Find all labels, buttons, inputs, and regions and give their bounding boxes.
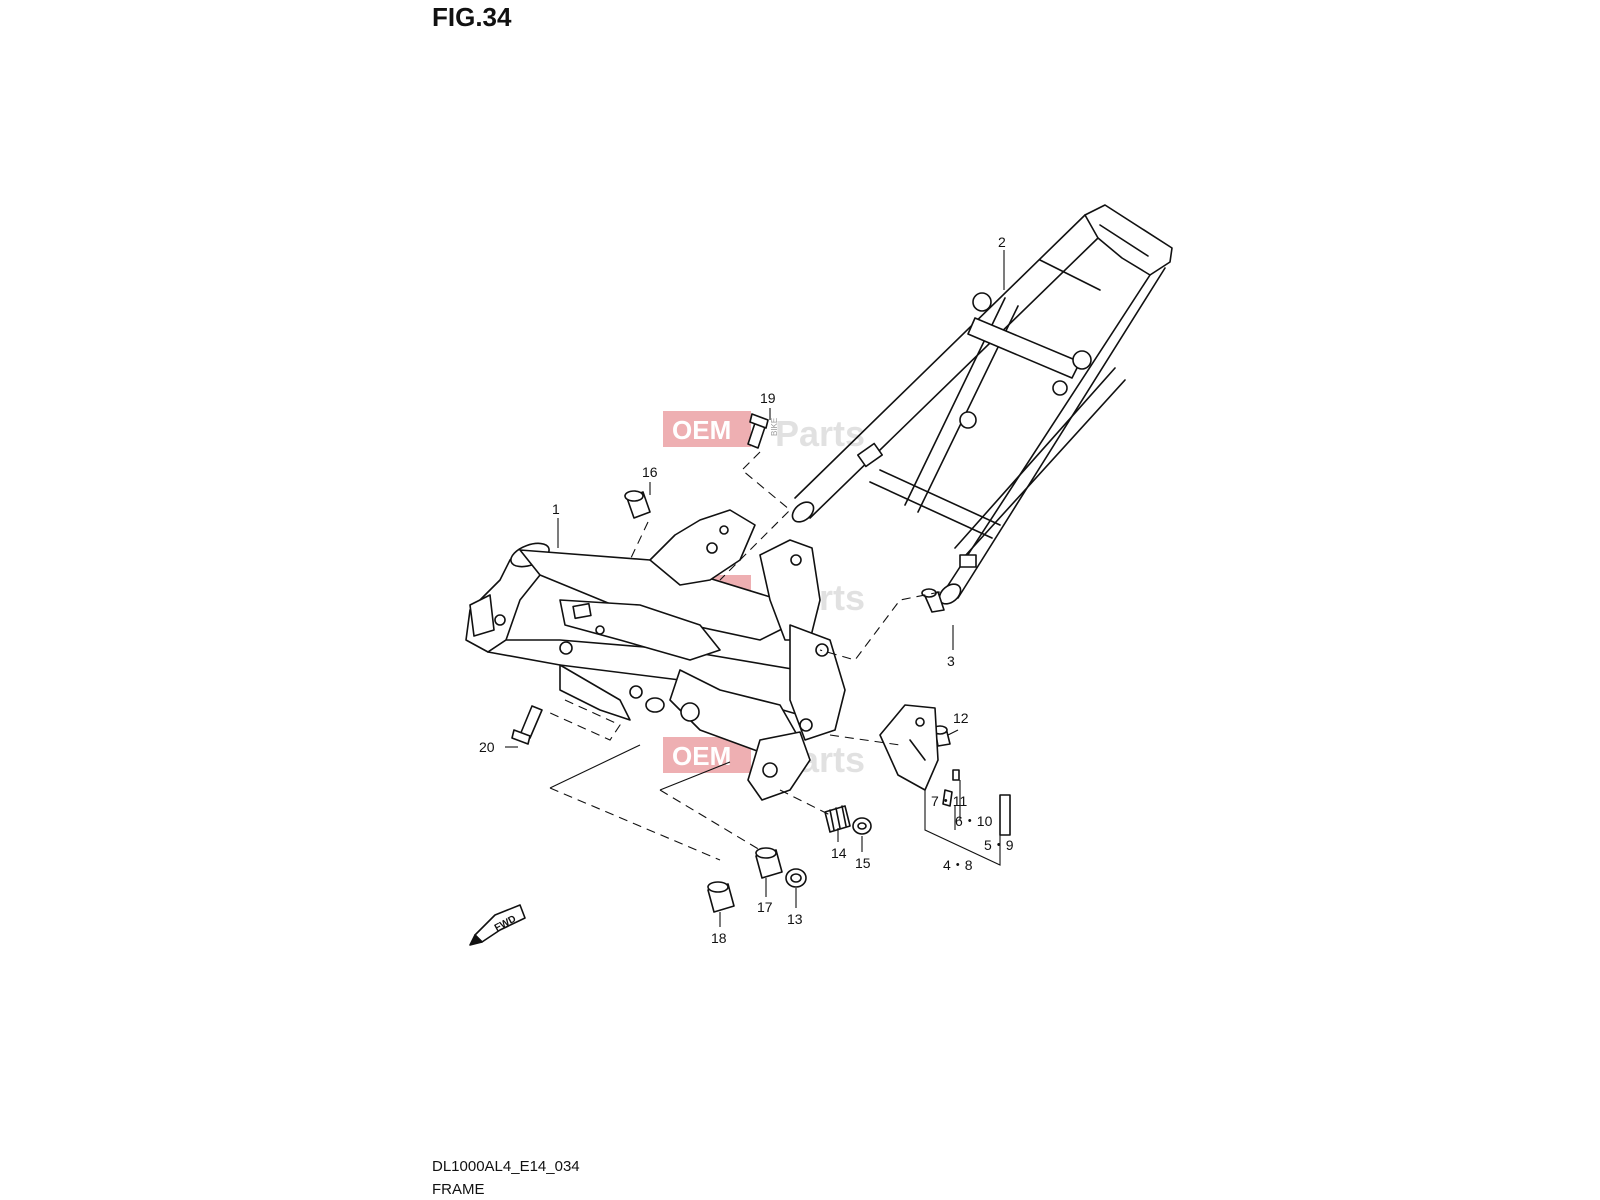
watermark-1-tiny-text: BIKE: [770, 418, 779, 436]
callout-19: 19: [760, 390, 776, 406]
watermark-3-box-text: OEM: [672, 741, 731, 771]
forward-arrow-icon: FWD: [469, 904, 526, 946]
figure-title: FIG.34: [432, 2, 512, 32]
cover-plate: [879, 704, 939, 791]
bolt-20: [511, 705, 543, 745]
callout-16: 16: [642, 464, 658, 480]
decal-set: [942, 769, 1011, 836]
model-code: DL1000AL4_E14_034: [432, 1158, 580, 1175]
callout-3: 3: [947, 653, 955, 669]
spacer-17: [755, 847, 783, 879]
nut-15: [852, 817, 872, 835]
rear-subframe: [791, 204, 1173, 605]
callout-17: 17: [757, 899, 773, 915]
callout-13: 13: [787, 911, 803, 927]
callout-18: 18: [711, 930, 727, 946]
section-name: FRAME: [432, 1181, 485, 1198]
watermark-1: OEM BIKE Parts: [663, 411, 865, 454]
callout-4-8: 4・8: [943, 857, 973, 873]
bolt-19: [747, 413, 769, 449]
callout-20: 20: [479, 739, 495, 755]
callout-7-11: 7・11: [931, 793, 968, 809]
assembly-lines: [547, 451, 941, 861]
callout-5-9: 5・9: [984, 837, 1014, 853]
watermark-1-box-text: OEM: [672, 415, 731, 445]
callout-14: 14: [831, 845, 847, 861]
callout-6-10: 6・10: [955, 813, 993, 829]
nut-13: [785, 868, 807, 888]
collar-16: [624, 490, 651, 519]
spacer-18: [707, 881, 735, 913]
callout-2: 2: [998, 234, 1006, 250]
bush-14: [824, 805, 851, 833]
callout-12: 12: [953, 710, 969, 726]
callout-1: 1: [552, 501, 560, 517]
callout-15: 15: [855, 855, 871, 871]
main-frame: [465, 509, 846, 801]
watermark-1-side-text: Parts: [775, 413, 865, 454]
leader-lines: [505, 250, 1005, 927]
